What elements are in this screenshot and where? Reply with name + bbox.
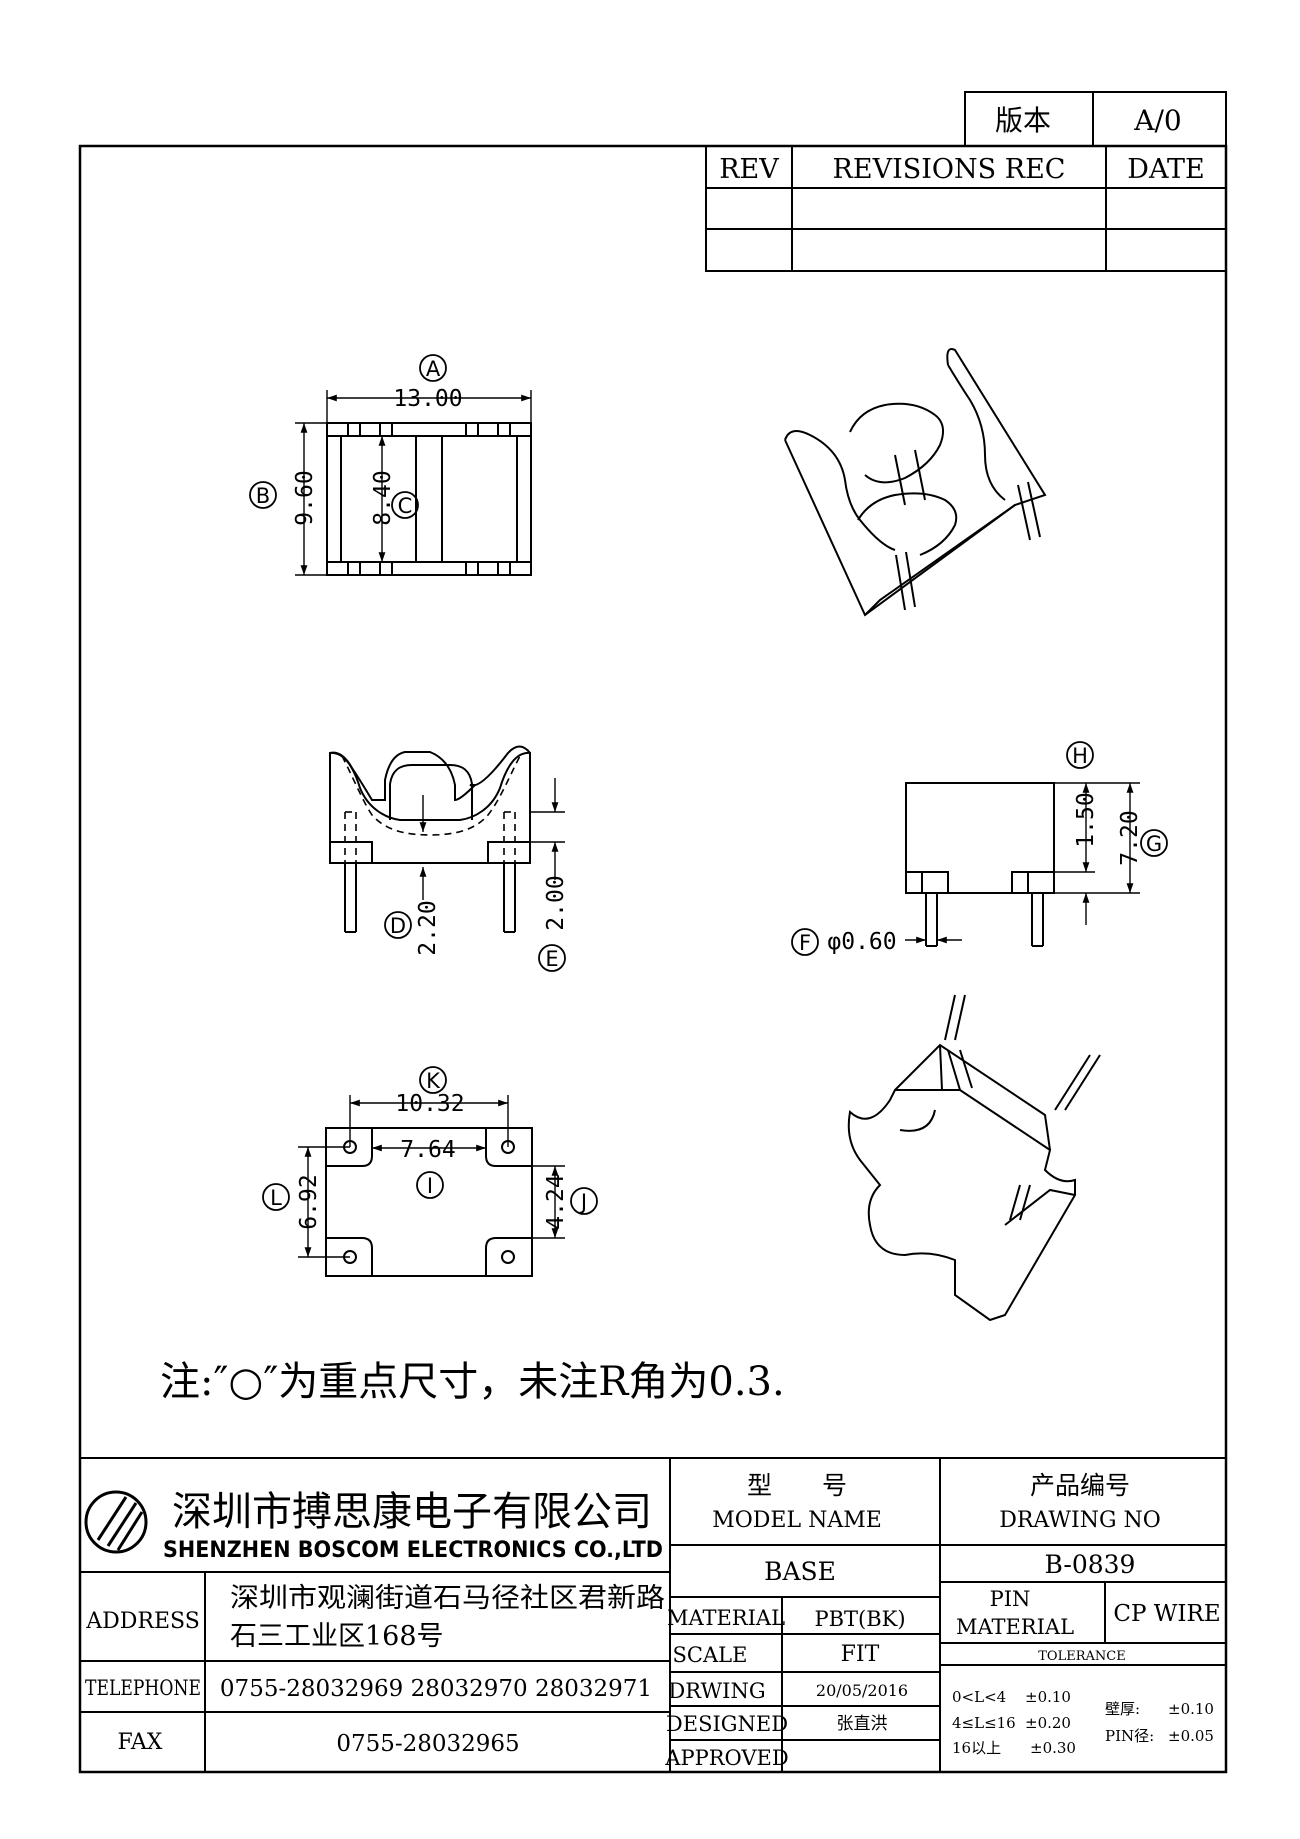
pin-diameter-value: ±0.05 bbox=[1168, 1727, 1214, 1745]
dim-b-value: 9.60 bbox=[292, 470, 318, 525]
dim-e-label: E bbox=[545, 947, 558, 971]
isometric-view-top bbox=[784, 348, 1047, 617]
dimension-marker-j bbox=[570, 1187, 598, 1215]
dim-c-value: 8.40 bbox=[370, 470, 396, 525]
dim-a-label: A bbox=[426, 357, 441, 381]
pin-diameter-label: PIN径: bbox=[1105, 1727, 1154, 1745]
dim-g-value: 7.20 bbox=[1117, 810, 1143, 865]
dim-k-label: K bbox=[426, 1069, 441, 1093]
pin-material-value: CP WIRE bbox=[1113, 1601, 1220, 1627]
version-label: 版本 bbox=[995, 104, 1051, 137]
front-view bbox=[329, 745, 531, 933]
drawing-no-cn: 产品编号 bbox=[1030, 1471, 1130, 1500]
drawing-no-value: B-0839 bbox=[1045, 1550, 1136, 1579]
dimension-marker-i bbox=[416, 1171, 444, 1199]
dim-c-label: C bbox=[398, 494, 413, 518]
revision-table bbox=[705, 145, 1227, 272]
tolerance-row3-range: 16以上 bbox=[952, 1739, 1001, 1757]
approved-label: APPROVED bbox=[664, 1746, 788, 1770]
wall-thickness-label: 壁厚: bbox=[1105, 1700, 1140, 1718]
drawing-no-en: DRAWING NO bbox=[999, 1508, 1161, 1533]
dim-d-value: 2.20 bbox=[415, 900, 441, 955]
dimension-marker-d bbox=[384, 911, 412, 939]
front-view-dimensions bbox=[419, 778, 565, 900]
fax-label: FAX bbox=[118, 1730, 163, 1755]
drawing-date: 20/05/2016 bbox=[816, 1681, 908, 1700]
dim-j-value: 4.24 bbox=[543, 1174, 569, 1229]
side-view bbox=[905, 782, 1055, 947]
dim-k-value: 10.32 bbox=[395, 1091, 464, 1117]
drawing-label: DRWING bbox=[668, 1679, 765, 1703]
top-view bbox=[326, 422, 532, 576]
designed-label: DESIGNED bbox=[666, 1712, 788, 1736]
front-view-hidden-lines bbox=[341, 755, 521, 863]
revision-date-header: DATE bbox=[1127, 154, 1204, 185]
dimension-marker-e bbox=[538, 944, 566, 972]
dim-d-label: D bbox=[390, 914, 406, 938]
tolerance-row1-value: ±0.10 bbox=[1025, 1688, 1071, 1706]
scale-label: SCALE bbox=[673, 1643, 748, 1667]
dimension-marker-f bbox=[791, 928, 819, 956]
version-value: A/0 bbox=[1133, 104, 1181, 137]
material-value: PBT(BK) bbox=[814, 1607, 905, 1631]
company-logo bbox=[84, 1490, 148, 1554]
dimension-marker-h bbox=[1066, 741, 1094, 769]
dimension-marker-b bbox=[249, 481, 277, 509]
dim-i-value: 7.64 bbox=[400, 1137, 455, 1163]
revision-rec-header: REVISIONS REC bbox=[833, 154, 1066, 185]
telephone-label: TELEPHONE bbox=[85, 1676, 201, 1700]
dimension-marker-k bbox=[419, 1066, 447, 1094]
bottom-view-dimensions bbox=[298, 1095, 565, 1258]
side-view-dimensions bbox=[905, 782, 1140, 944]
address-line1: 深圳市观澜街道石马径社区君新路 bbox=[230, 1583, 665, 1614]
title-block bbox=[80, 1457, 1226, 1772]
drawing-border bbox=[78, 144, 1228, 1774]
dimension-marker-g bbox=[1140, 829, 1168, 857]
scale-value: FIT bbox=[841, 1642, 880, 1667]
company-name-cn: 深圳市搏思康电子有限公司 bbox=[172, 1489, 652, 1535]
model-name-value: BASE bbox=[764, 1557, 836, 1586]
company-name-en: SHENZHEN BOSCOM ELECTRONICS CO.,LTD bbox=[163, 1538, 663, 1563]
isometric-view-bottom bbox=[847, 994, 1101, 1322]
address-line2: 石三工业区168号 bbox=[230, 1621, 444, 1652]
dim-a-value: 13.00 bbox=[393, 386, 462, 412]
telephone-value: 0755-28032969 28032970 28032971 bbox=[220, 1676, 652, 1702]
dim-i-label: I bbox=[427, 1174, 433, 1198]
designed-value: 张直洪 bbox=[837, 1714, 888, 1734]
drawing-note: 注:″○″为重点尺寸，未注R角为0.3. bbox=[160, 1359, 785, 1405]
model-name-en: MODEL NAME bbox=[712, 1508, 882, 1533]
dim-j-label: J bbox=[579, 1190, 587, 1214]
dim-e-value: 2.00 bbox=[543, 875, 569, 930]
dim-h-label: H bbox=[1072, 744, 1088, 768]
tolerance-row1-range: 0<L<4 bbox=[952, 1688, 1006, 1706]
fax-value: 0755-28032965 bbox=[336, 1731, 519, 1757]
tolerance-row2-range: 4≤L≤16 bbox=[952, 1714, 1016, 1732]
tolerance-label: TOLERANCE bbox=[1038, 1649, 1125, 1664]
tolerance-row3-value: ±0.30 bbox=[1030, 1739, 1076, 1757]
dim-l-label: L bbox=[270, 1186, 282, 1210]
address-label: ADDRESS bbox=[85, 1609, 200, 1634]
pin-material-line1: PIN bbox=[990, 1587, 1031, 1611]
dim-f-value: φ0.60 bbox=[827, 929, 896, 955]
dimension-marker-a bbox=[419, 354, 447, 382]
revision-rev-header: REV bbox=[719, 154, 779, 185]
material-label: MATERIAL bbox=[667, 1606, 785, 1630]
dim-b-label: B bbox=[256, 484, 270, 508]
tolerance-row2-value: ±0.20 bbox=[1025, 1714, 1071, 1732]
dim-g-label: G bbox=[1146, 832, 1162, 856]
top-view-dimensions bbox=[295, 390, 532, 576]
dimension-marker-c bbox=[391, 491, 419, 519]
dim-h-value: 1.50 bbox=[1073, 792, 1099, 847]
dim-l-value: 6.92 bbox=[296, 1174, 322, 1229]
dimension-marker-l bbox=[262, 1183, 290, 1211]
model-name-cn: 型 号 bbox=[747, 1471, 847, 1500]
wall-thickness-value: ±0.10 bbox=[1168, 1700, 1214, 1718]
pin-material-line2: MATERIAL bbox=[956, 1615, 1074, 1639]
dim-f-label: F bbox=[799, 931, 811, 955]
